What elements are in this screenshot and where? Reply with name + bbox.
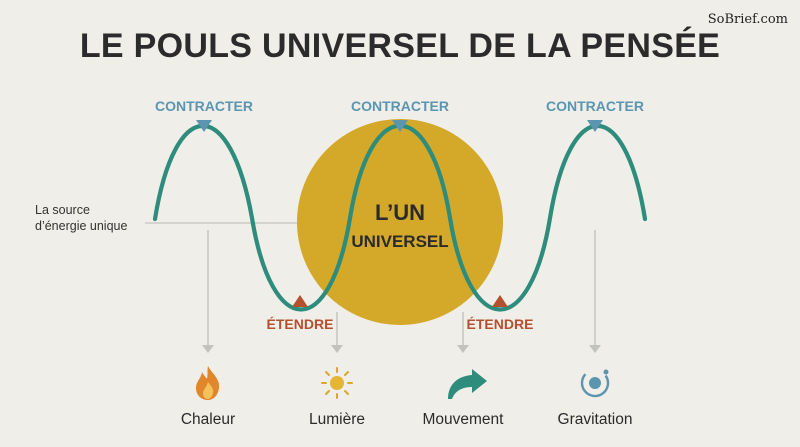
expand-marker-2 [492,295,508,307]
expand-label-1: ÉTENDRE [267,316,334,332]
expand-label-2: ÉTENDRE [467,316,534,332]
connector-arrowhead-chaleur [202,345,214,353]
page-title: LE POULS UNIVERSEL DE LA PENSÉE [79,27,721,65]
connector-arrowhead-gravitation [589,345,601,353]
curved-arrow-icon [448,369,487,399]
center-label-line1: L’UN [375,200,425,225]
force-label-mouvement: Mouvement [423,411,505,428]
flame-icon [196,366,220,400]
contract-label-3: CONTRACTER [546,98,644,114]
universal-one-sphere [297,119,503,325]
brand-logo: SoBrief.com [707,12,788,27]
source-label-line2: d’énergie unique [35,219,127,233]
orbit-icon [580,368,610,398]
expand-marker-1 [292,295,308,307]
contract-label-2: CONTRACTER [351,98,449,114]
contract-marker-3 [587,120,603,132]
sun-icon [321,367,353,399]
contract-marker-2 [392,120,408,132]
connector-arrowhead-lumiere [331,345,343,353]
force-label-chaleur: Chaleur [181,411,235,428]
contract-label-1: CONTRACTER [155,98,253,114]
source-label-line1: La source [35,203,90,217]
contract-marker-1 [196,120,212,132]
force-label-lumiere: Lumière [309,411,365,428]
force-label-gravitation: Gravitation [558,411,633,428]
connector-arrowhead-mouvement [457,345,469,353]
center-label-line2: UNIVERSEL [351,232,448,251]
